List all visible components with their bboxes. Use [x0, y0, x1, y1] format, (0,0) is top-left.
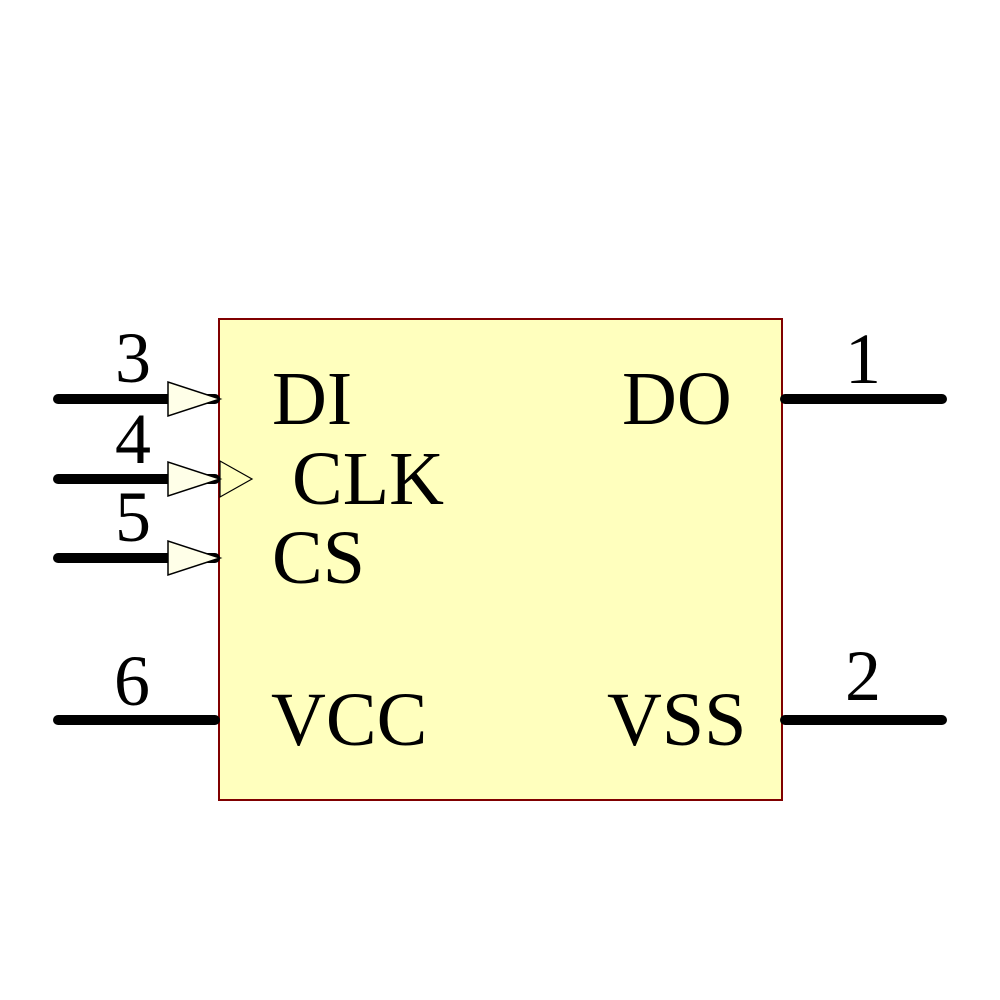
pin-label-do: DO [622, 357, 732, 441]
pin-label-cs: CS [272, 516, 365, 600]
pin-number-cs: 5 [115, 477, 151, 557]
pin-number-vss: 2 [845, 636, 881, 716]
component-body[interactable] [218, 318, 783, 801]
pin-number-vcc: 6 [114, 641, 150, 721]
pin-label-vcc: VCC [271, 678, 428, 762]
pin-number-clk: 4 [115, 399, 151, 479]
pin-number-do: 1 [845, 319, 881, 399]
pin-label-clk: CLK [292, 437, 444, 521]
pin-wire-vcc[interactable] [53, 715, 220, 725]
pin-wire-clk[interactable] [53, 474, 220, 484]
pin-label-vss: VSS [607, 678, 747, 762]
pin-wire-vss[interactable] [780, 715, 947, 725]
pin-wire-cs[interactable] [53, 553, 220, 563]
pin-label-di: DI [272, 357, 353, 441]
pin-number-di: 3 [115, 318, 151, 398]
pin-wire-do[interactable] [780, 394, 947, 404]
pin-wire-di[interactable] [53, 394, 220, 404]
